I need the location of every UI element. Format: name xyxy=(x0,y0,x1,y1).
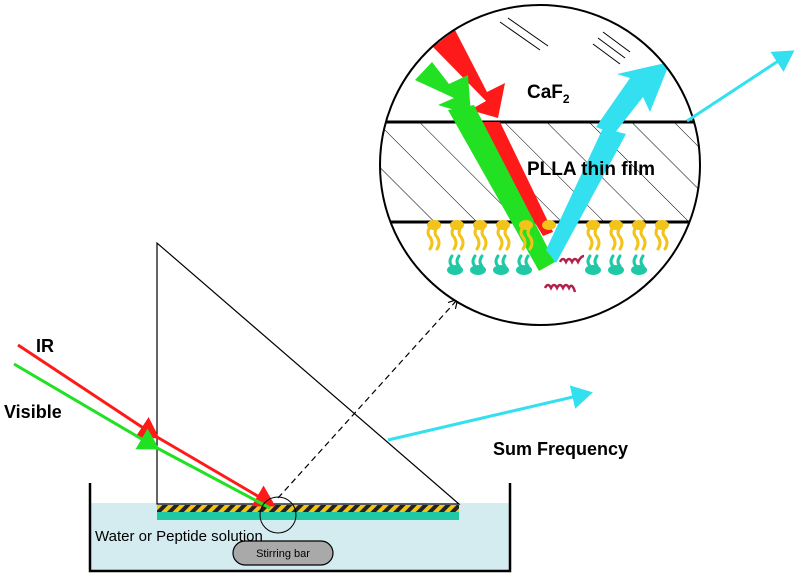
trough-walls xyxy=(88,483,512,573)
film-stripe-layer xyxy=(157,505,459,512)
sfg-beam-zoom-out xyxy=(686,50,795,123)
caf2-label: CaF2 xyxy=(527,82,570,106)
visible-beam-in xyxy=(13,362,160,450)
prism xyxy=(156,241,461,505)
zoom-spot xyxy=(259,496,297,534)
stirring-bar xyxy=(232,540,334,566)
plla-film-label: PLLA thin film xyxy=(527,159,655,180)
peptide-molecules xyxy=(543,254,585,293)
stirring-bar-label: Stirring bar xyxy=(256,548,310,560)
visible-label: Visible xyxy=(4,402,62,422)
zoom-dashed-arrow xyxy=(277,300,457,499)
visible-beam-zoom-top xyxy=(415,62,471,115)
lipid-molecules xyxy=(426,220,669,275)
sfg-beam-zoom-film xyxy=(546,128,626,263)
ir-beam-zoom-top xyxy=(433,30,505,118)
sum-frequency-label: Sum Frequency xyxy=(493,439,628,459)
sfg-beam-zoom-top xyxy=(596,62,670,134)
lipid-layer xyxy=(157,512,459,520)
crystal-marks xyxy=(499,17,631,65)
ir-label: IR xyxy=(36,336,54,356)
visible-beam-prism xyxy=(156,446,271,510)
zoom-circle: CaF2 PLLA thin film xyxy=(379,4,701,326)
sfg-beam-out xyxy=(387,385,593,442)
ir-beam-prism xyxy=(156,435,276,507)
ir-beam-in xyxy=(17,343,160,439)
solution-label: Water or Peptide solution xyxy=(95,528,263,545)
